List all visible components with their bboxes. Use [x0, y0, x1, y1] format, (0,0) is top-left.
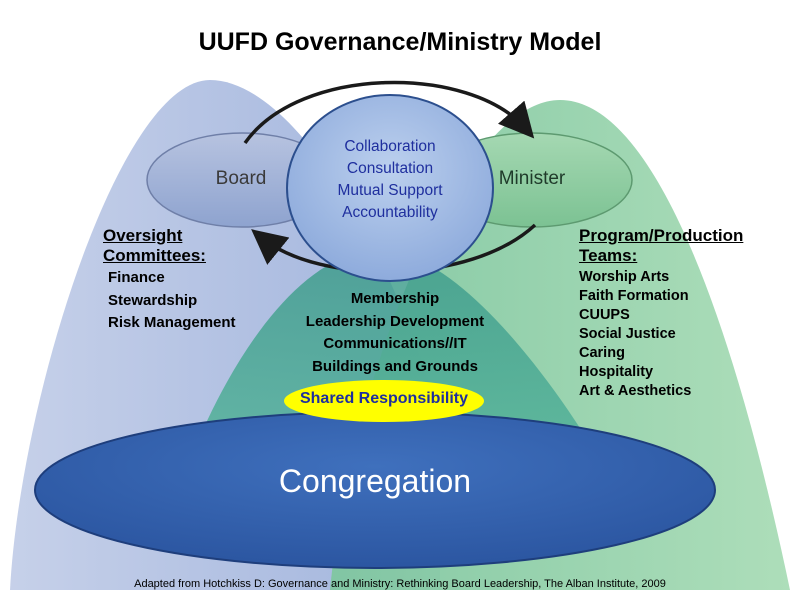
oversight-heading-line: Oversight: [103, 226, 183, 245]
list-item: CUUPS: [579, 307, 630, 323]
list-item: Faith Formation: [579, 288, 689, 304]
list-item: Worship Arts: [579, 269, 670, 285]
list-item: Risk Management: [108, 314, 236, 331]
list-item: Social Justice: [579, 326, 676, 342]
list-item: Finance: [108, 269, 165, 286]
program-list: Worship Arts Faith Formation CUUPS Socia…: [579, 268, 691, 401]
source-caption: Adapted from Hotchkiss D: Governance and…: [134, 578, 666, 590]
center-circle: [286, 94, 494, 282]
list-item: Hospitality: [579, 364, 654, 380]
shared-list: Membership Leadership Development Commun…: [280, 288, 510, 378]
program-heading-line: Program/Production: [579, 226, 744, 245]
page-title: UUFD Governance/Ministry Model: [198, 28, 602, 56]
center-line: Consultation: [346, 160, 434, 177]
list-item: Buildings and Grounds: [312, 357, 478, 375]
list-item: Membership: [350, 290, 440, 307]
list-item: Communications//IT: [323, 335, 467, 352]
shared-highlight: [284, 380, 484, 422]
oversight-heading-line: Committees:: [103, 246, 206, 265]
center-line: Mutual Support: [337, 182, 443, 199]
congregation-label: Congregation: [278, 463, 472, 499]
program-heading-line: Teams:: [579, 246, 638, 265]
shared-responsibility-label: Shared Responsibility: [299, 390, 469, 407]
minister-label: Minister: [498, 168, 566, 189]
list-item: Stewardship: [108, 291, 198, 309]
list-item: Art & Aesthetics: [579, 383, 692, 399]
top-arrow: [243, 80, 535, 145]
center-values: Collaboration Consultation Mutual Suppor…: [300, 136, 480, 224]
list-item: Caring: [579, 345, 625, 361]
oversight-list: Finance Stewardship Risk Management: [108, 267, 236, 335]
oversight-heading: Oversight Committees:: [103, 226, 206, 266]
center-line: Accountability: [342, 204, 438, 221]
program-heading: Program/Production Teams:: [579, 226, 743, 266]
list-item: Leadership Development: [305, 312, 485, 330]
board-label: Board: [215, 168, 267, 189]
center-line: Collaboration: [344, 138, 436, 155]
